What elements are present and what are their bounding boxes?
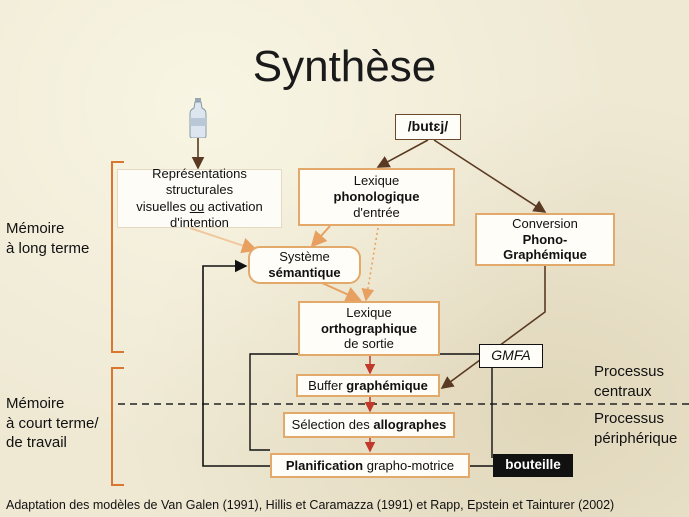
short-term-memory-label: Mémoire à court terme/ de travail bbox=[6, 394, 99, 453]
short-term-line-2: à court terme/ bbox=[6, 414, 99, 432]
representations-line-3a: visuelles bbox=[136, 198, 190, 214]
gmfa-box: GMFA bbox=[479, 344, 543, 368]
lexique-ortho-line-2: orthographique bbox=[320, 320, 418, 336]
conversion-line-3: Graphémique bbox=[503, 247, 587, 263]
semantique-line-2: sémantique bbox=[268, 265, 341, 280]
semantique-line-1: Système bbox=[279, 249, 330, 265]
output-word-box: bouteille bbox=[493, 454, 573, 477]
conversion-box: Conversion Phono- Graphémique bbox=[475, 213, 615, 266]
representations-line-3c: activation bbox=[204, 198, 263, 214]
long-term-line-2: à long terme bbox=[6, 239, 90, 257]
long-term-memory-label: Mémoire à long terme bbox=[6, 219, 89, 258]
conversion-line-2: Phono- bbox=[522, 231, 568, 247]
representations-line-3b: ou bbox=[189, 198, 205, 214]
buffer-graphemique-box: Buffer graphémique bbox=[296, 374, 440, 397]
selection-line-2: allographes bbox=[373, 417, 447, 433]
peripheral-line-1: Processus bbox=[594, 410, 665, 427]
buffer-line-1: Buffer bbox=[308, 377, 347, 393]
input-phonetic-label: /butɛj/ bbox=[407, 118, 449, 135]
lexique-phono-line-1: Lexique bbox=[353, 173, 400, 189]
central-line-2: centraux bbox=[594, 382, 652, 400]
page-title: Synthèse bbox=[252, 42, 437, 91]
lexique-phono-line-3: d'entrée bbox=[353, 204, 400, 220]
peripheral-line-2: périphérique bbox=[594, 429, 678, 447]
selection-line-1: Sélection des bbox=[291, 417, 374, 433]
lexique-ortho-line-1: Lexique bbox=[346, 304, 392, 320]
planification-box: Planification grapho-motrice bbox=[270, 453, 470, 478]
selection-allographes-box: Sélection des allographes bbox=[283, 412, 455, 438]
lexique-phono-line-2: phonologique bbox=[333, 189, 420, 205]
input-phonetic-box: /butɛj/ bbox=[395, 114, 461, 140]
buffer-line-2: graphémique bbox=[346, 377, 428, 393]
lexique-phonologique-box: Lexique phonologique d'entrée bbox=[298, 168, 455, 226]
short-term-line-3: de travail bbox=[6, 434, 67, 451]
representations-line-4: d'intention bbox=[170, 214, 229, 230]
long-term-line-1: Mémoire bbox=[6, 220, 65, 237]
short-term-line-1: Mémoire bbox=[6, 395, 65, 412]
conversion-line-1: Conversion bbox=[512, 215, 578, 231]
long-term-bracket bbox=[111, 161, 124, 353]
planification-line-2: grapho-motrice bbox=[363, 457, 455, 473]
gmfa-label: GMFA bbox=[491, 347, 531, 364]
representations-box: Représentations structurales visuelles o… bbox=[117, 166, 282, 230]
central-process-label: Processus centraux bbox=[594, 362, 664, 401]
central-line-1: Processus bbox=[594, 363, 665, 380]
lexique-orthographique-box: Lexique orthographique de sortie bbox=[298, 301, 440, 356]
bottle-image bbox=[188, 98, 208, 139]
systeme-semantique-box: Système sémantique bbox=[248, 246, 361, 284]
representations-line-2: structurales bbox=[165, 182, 234, 198]
planification-line-1: Planification bbox=[285, 457, 364, 473]
representations-line-1: Représentations bbox=[152, 166, 247, 181]
lexique-ortho-line-3: de sortie bbox=[344, 336, 394, 352]
short-term-bracket bbox=[111, 367, 124, 486]
output-word-label: bouteille bbox=[505, 457, 561, 473]
footer-citation: Adaptation des modèles de Van Galen (199… bbox=[6, 498, 615, 512]
peripheral-process-label: Processus périphérique bbox=[594, 409, 677, 448]
